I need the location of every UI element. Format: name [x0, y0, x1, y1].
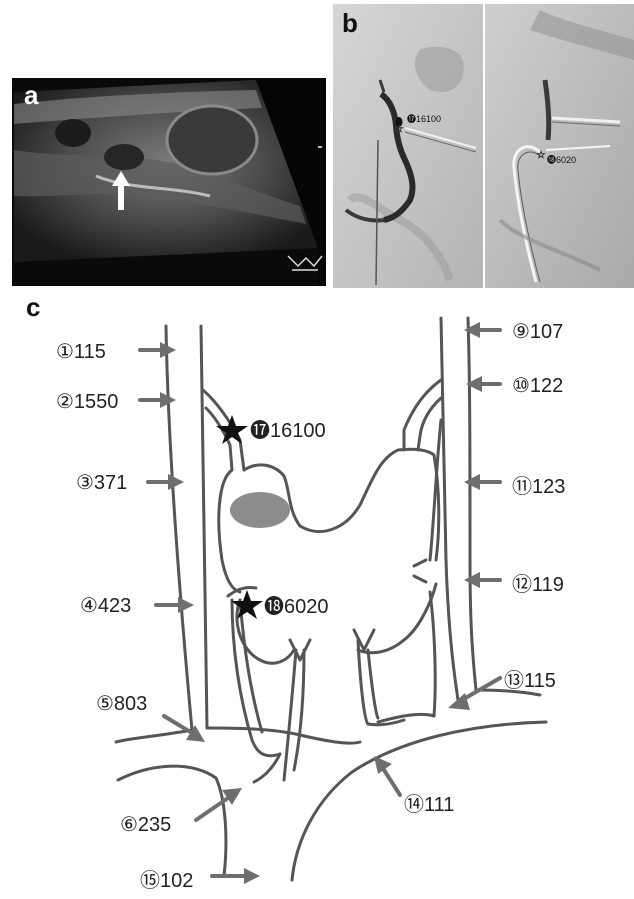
site-label-10: ⑩122	[512, 373, 563, 398]
site-label-11: ⑪123	[512, 470, 565, 499]
panel-a-letter: a	[24, 80, 38, 111]
site-label-9: ⑨107	[512, 319, 563, 344]
site-label-2: ②1550	[56, 389, 118, 414]
venogram-left-label: ⓱16100	[407, 112, 441, 125]
panel-b-letter: b	[342, 8, 358, 39]
site-label-18: ⓲6020	[264, 590, 329, 619]
site-label-4: ④423	[80, 593, 131, 618]
site-label-6: ⑥235	[120, 812, 171, 837]
venogram-right-label: ⓲6020	[547, 153, 576, 166]
site-label-15: ⑮102	[140, 864, 193, 893]
site-label-14: ⑭111	[404, 788, 454, 817]
site-label-13: ⑬115	[504, 664, 556, 693]
site-label-3: ③371	[76, 470, 127, 495]
site-label-17: ⓱16100	[250, 414, 326, 443]
parathyroid-adenoma	[230, 492, 290, 528]
site-label-12: ⑫119	[512, 568, 564, 597]
site-label-1: ①115	[56, 339, 106, 364]
panel-c-letter: c	[26, 292, 40, 323]
site-label-5: ⑤803	[96, 691, 147, 716]
